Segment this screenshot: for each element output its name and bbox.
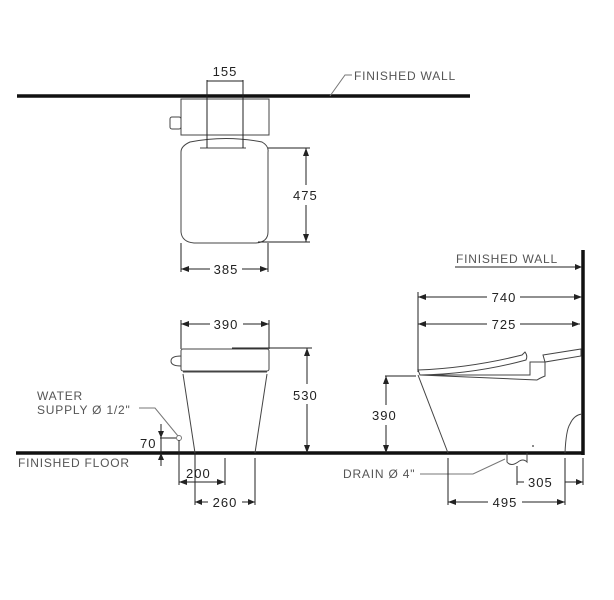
arrowhead — [181, 321, 189, 327]
arrowhead — [304, 445, 310, 453]
side-view: FINISHED WALL 740 725 390 DR — [343, 250, 585, 510]
dim-260: 260 — [213, 495, 238, 510]
finished-wall-label-side: FINISHED WALL — [456, 252, 558, 266]
arrowhead — [418, 294, 426, 300]
dim-530: 530 — [293, 388, 318, 403]
arrowhead — [158, 453, 164, 460]
seat-top-outline — [180, 138, 269, 244]
dim-725: 725 — [492, 317, 517, 332]
arrowhead — [383, 376, 389, 384]
dim-495: 495 — [493, 495, 518, 510]
bowl-front-edge — [417, 374, 449, 454]
seat-lid-side — [417, 351, 528, 376]
dim-740: 740 — [492, 290, 517, 305]
point-mark — [532, 445, 534, 447]
rear-unit-top — [180, 98, 270, 136]
dim-390-front: 390 — [214, 317, 239, 332]
drain-label: DRAIN Ø 4" — [343, 467, 415, 481]
water-supply-leader — [139, 407, 179, 437]
dim-70: 70 — [140, 436, 156, 451]
arrowhead — [576, 479, 583, 485]
water-supply-label-2: SUPPLY Ø 1/2" — [37, 403, 131, 417]
wall-leader-top — [329, 74, 352, 97]
water-supply-point — [176, 435, 182, 441]
drain-outlet-side — [506, 453, 528, 465]
finished-floor-label: FINISHED FLOOR — [18, 456, 130, 470]
seat-front — [180, 348, 270, 372]
arrowhead — [195, 499, 202, 505]
seat-base-side — [419, 361, 546, 381]
dim-200: 200 — [186, 466, 211, 481]
water-supply-label-1: WATER — [37, 389, 83, 403]
bowl-rear-edge — [564, 413, 583, 454]
top-view: FINISHED WALL 155 475 385 — [17, 64, 470, 277]
arrowhead — [217, 479, 225, 485]
arrowhead — [448, 499, 456, 505]
arrowhead — [303, 148, 309, 156]
arrowhead — [261, 321, 269, 327]
dim-305: 305 — [528, 475, 553, 490]
arrowhead — [248, 499, 255, 505]
dim-475: 475 — [293, 188, 318, 203]
bowl-left-edge — [182, 373, 196, 454]
arrowhead — [179, 479, 187, 485]
arrowhead — [158, 431, 164, 438]
arrowhead — [303, 234, 309, 242]
arrowhead — [574, 294, 582, 300]
finished-wall-label-top: FINISHED WALL — [354, 69, 456, 83]
tank-lid-side — [542, 348, 582, 363]
front-view: FINISHED FLOOR 390 530 WATER SUPPLY Ø 1/… — [16, 317, 584, 510]
arrowhead — [418, 321, 426, 327]
arrowhead — [260, 266, 268, 272]
drain-leader — [420, 458, 506, 475]
dim-385: 385 — [214, 262, 239, 277]
arrowhead — [304, 348, 310, 356]
dim-155: 155 — [213, 64, 238, 79]
control-knob-front — [170, 355, 182, 367]
dim-390-side: 390 — [372, 408, 397, 423]
arrowhead — [557, 499, 565, 505]
arrowhead — [383, 445, 389, 453]
arrowhead — [181, 266, 189, 272]
bowl-right-edge — [254, 373, 268, 454]
arrowhead — [572, 321, 580, 327]
arrowhead — [575, 264, 582, 270]
supply-valve-top — [169, 116, 182, 130]
